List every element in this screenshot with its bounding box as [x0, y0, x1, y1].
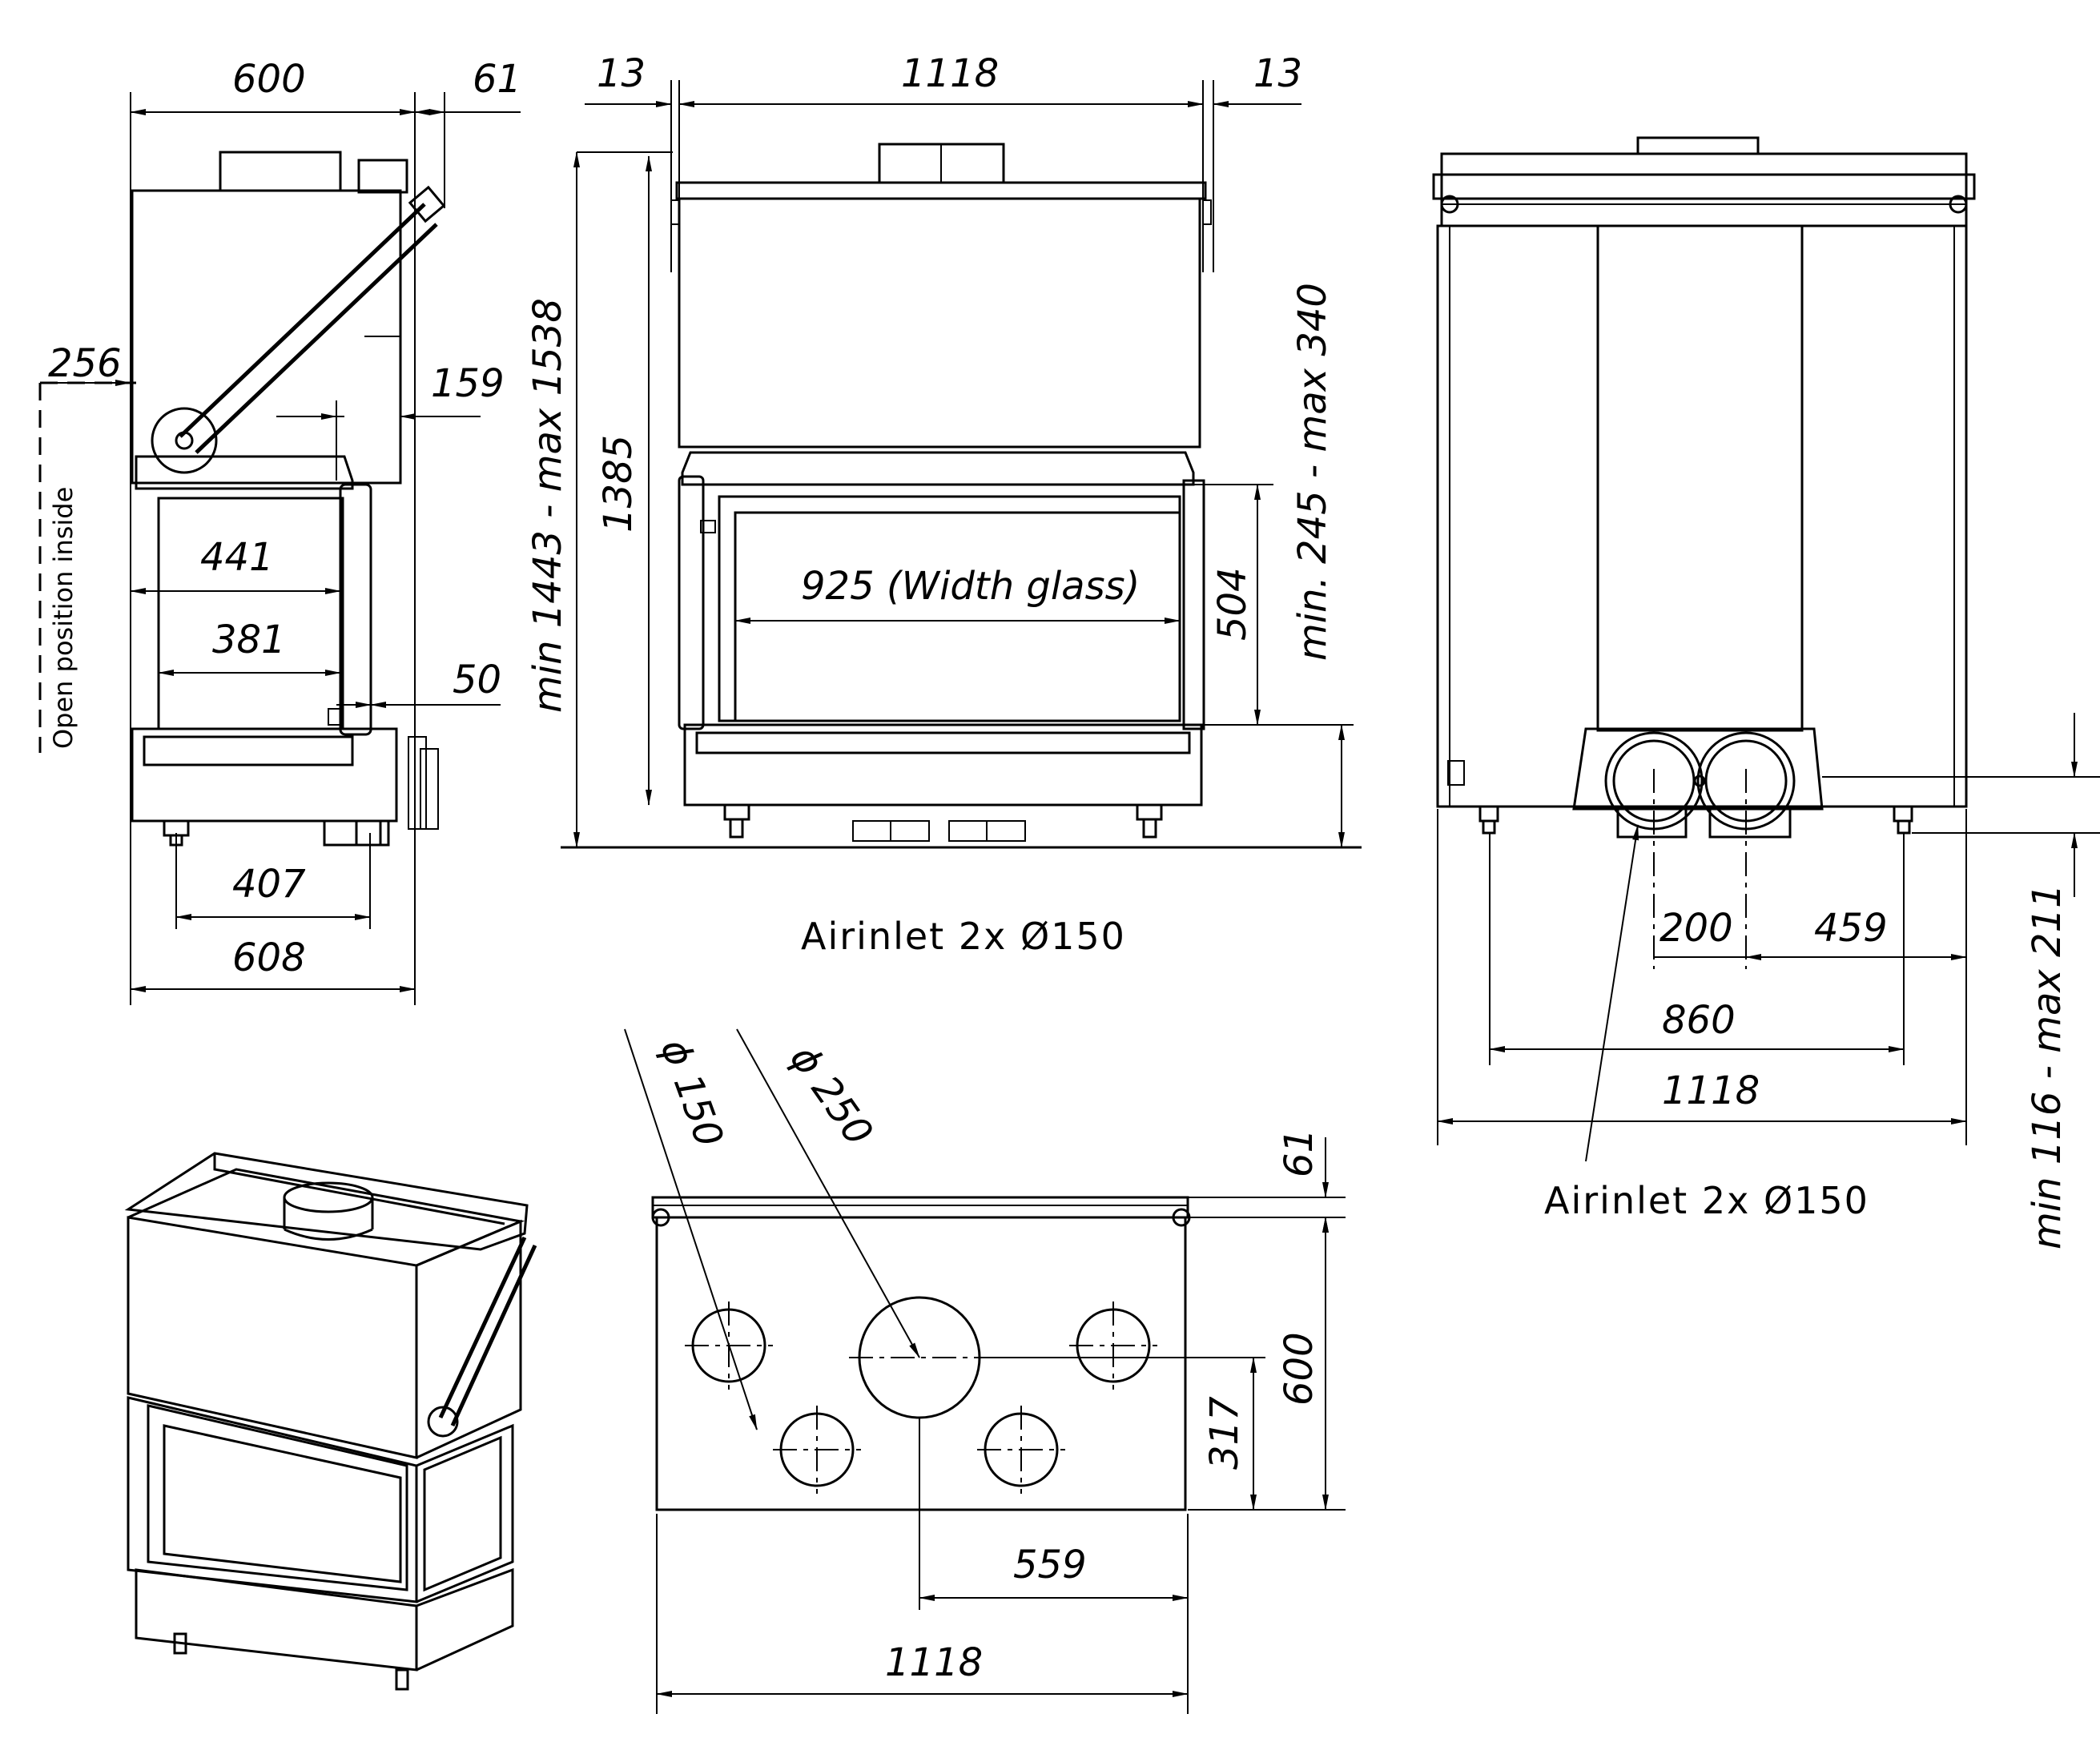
front-dim-glass-width: 925 (Width glass) — [801, 564, 1140, 609]
back-airinlet-note: Airinlet 2x Ø150 — [1544, 1179, 1869, 1222]
front-view: 13 1118 13 m — [525, 51, 1362, 958]
side-open-position-note: Open position inside — [48, 487, 78, 749]
isometric-view — [124, 1152, 537, 1691]
front-dim-504: 504 — [1210, 567, 1255, 641]
front-dim-top-range: min. 245 - max 340 — [1290, 283, 1335, 661]
top-dim-61: 61 — [1277, 1128, 1322, 1177]
front-dim-total-height: min 1443 - max 1538 — [525, 298, 570, 713]
back-dim-200: 200 — [1659, 906, 1733, 951]
back-dim-leg-range: min 116 - max 211 — [2025, 883, 2070, 1249]
side-dim-159: 159 — [431, 361, 505, 406]
side-dim-50: 50 — [453, 658, 501, 702]
front-dim-13-left: 13 — [597, 51, 646, 96]
front-dim-13-right: 13 — [1253, 51, 1302, 96]
back-view: 200 459 860 1118 Airinlet 2x Ø150 min 11… — [1432, 136, 2100, 1249]
side-dim-407: 407 — [232, 862, 306, 907]
back-dim-860: 860 — [1662, 998, 1736, 1043]
top-dim-dia-150: ϕ 150 — [652, 1033, 732, 1153]
top-dim-317: 317 — [1202, 1396, 1247, 1470]
side-dim-381: 381 — [212, 618, 286, 662]
side-dim-61: 61 — [473, 57, 521, 102]
front-dim-1118: 1118 — [901, 51, 999, 96]
side-dim-441: 441 — [200, 535, 274, 580]
top-dim-600: 600 — [1277, 1332, 1322, 1406]
front-airinlet-note: Airinlet 2x Ø150 — [801, 915, 1126, 958]
front-dim-1385: 1385 — [596, 435, 641, 533]
top-view: ϕ 150 ϕ 250 61 600 317 559 1118 — [624, 1028, 1346, 1714]
side-dim-608: 608 — [232, 935, 306, 980]
back-dim-459: 459 — [1814, 906, 1888, 951]
side-dim-256: 256 — [48, 341, 122, 386]
side-dim-600: 600 — [232, 57, 306, 102]
top-dim-1118: 1118 — [885, 1640, 983, 1685]
side-view: 600 61 256 — [38, 57, 521, 1005]
back-dim-1118: 1118 — [1662, 1068, 1760, 1113]
top-dim-559: 559 — [1013, 1543, 1087, 1587]
